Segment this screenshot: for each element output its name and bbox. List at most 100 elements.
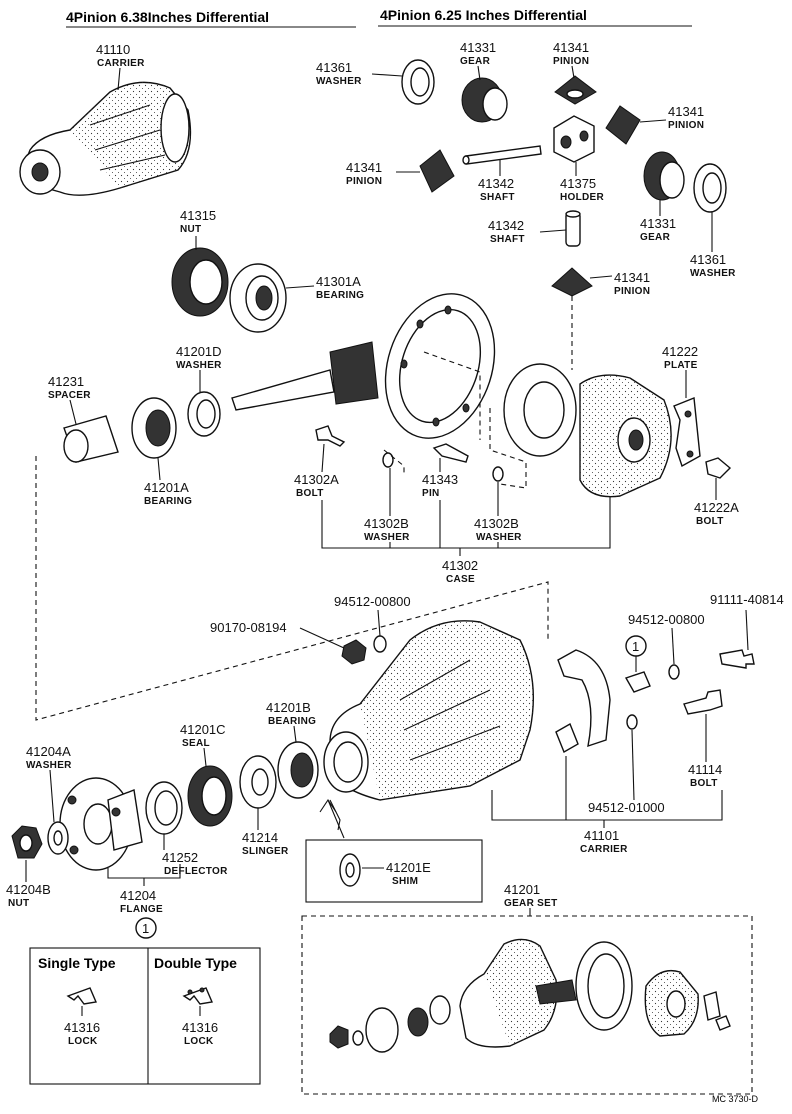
label-41222-num: 41222	[662, 344, 698, 359]
label-41302-num: 41302	[442, 558, 478, 573]
label-41201D-num: 41201D	[176, 344, 222, 359]
label-41341c-name: PINION	[346, 176, 382, 187]
washer-94512-00800-left	[373, 635, 387, 653]
label-41302A-name: BOLT	[296, 488, 324, 499]
label-41214-num: 41214	[242, 830, 278, 845]
label-41342a-num: 41342	[478, 176, 514, 191]
label-41301A-num: 41301A	[316, 274, 361, 289]
bearing-41201B	[277, 741, 319, 799]
washer-41361-top	[401, 59, 435, 105]
label-90170: 90170-08194	[210, 620, 287, 635]
label-41341a-name: PINION	[553, 56, 589, 67]
slinger-41214	[239, 755, 277, 809]
label-41302Bb-num: 41302B	[474, 516, 519, 531]
label-41331a-name: GEAR	[460, 56, 491, 67]
label-41101-num: 41101	[584, 828, 619, 843]
lock-type-box	[29, 947, 261, 1085]
label-41341a-num: 41341	[553, 40, 589, 55]
pinion-41341-top	[554, 75, 597, 105]
lock-double-title: Double Type	[154, 955, 237, 971]
label-41375-name: HOLDER	[560, 192, 604, 203]
bearing-41201A	[131, 397, 177, 459]
pinion-41341-left	[419, 149, 455, 193]
shim-41201E	[339, 853, 361, 887]
pinion-41341-right	[605, 105, 641, 145]
circle-ref-top: 1	[632, 639, 639, 654]
label-41110-name: CARRIER	[97, 58, 145, 69]
label-41361a-name: WASHER	[316, 76, 362, 87]
bolt-41222A	[705, 457, 732, 479]
washer-41302B-right	[492, 466, 504, 482]
label-41204A-name: WASHER	[26, 760, 72, 771]
lock-double-drawing	[182, 987, 213, 1005]
label-41252-num: 41252	[162, 850, 198, 865]
label-41302Ba-name: WASHER	[364, 532, 410, 543]
label-41201D-name: WASHER	[176, 360, 222, 371]
washer-94512-01000	[626, 714, 638, 730]
label-94512c: 94512-01000	[588, 800, 665, 815]
label-41204B-num: 41204B	[6, 882, 51, 897]
lock-single-title: Single Type	[38, 955, 116, 971]
bolt-91111-40814	[719, 649, 755, 669]
footer-code: MC 3730-D	[712, 1094, 759, 1104]
label-41331a-num: 41331	[460, 40, 496, 55]
label-94512b: 94512-00800	[628, 612, 705, 627]
nut-41315	[171, 247, 229, 317]
label-41252-name: DEFLECTOR	[164, 866, 228, 877]
label-41201B-num: 41201B	[266, 700, 311, 715]
bearing-cap	[555, 649, 611, 754]
seal-41201C	[187, 765, 233, 827]
label-41201-name: GEAR SET	[504, 898, 558, 909]
plate-41222	[673, 397, 701, 468]
bearing-41301A	[229, 263, 287, 333]
label-41204A-num: 41204A	[26, 744, 71, 759]
label-41201A-name: BEARING	[144, 496, 192, 507]
carrier-41110-drawing	[19, 81, 192, 196]
washer-41302B-left	[382, 452, 394, 468]
label-41302A-num: 41302A	[294, 472, 339, 487]
label-41315-num: 41315	[180, 208, 216, 223]
label-41201C-name: SEAL	[182, 738, 210, 749]
differential-case	[503, 363, 672, 498]
gear-41331-right	[643, 151, 685, 201]
label-41361a-num: 41361	[316, 60, 352, 75]
label-41231-num: 41231	[48, 374, 84, 389]
label-41302Bb-name: WASHER	[476, 532, 522, 543]
label-41222A-name: BOLT	[696, 516, 724, 527]
label-41302-name: CASE	[446, 574, 475, 585]
label-41201B-name: BEARING	[268, 716, 316, 727]
lock-single-name: LOCK	[68, 1036, 98, 1047]
washer-41361-right	[693, 163, 727, 213]
label-41361b-name: WASHER	[690, 268, 736, 279]
label-41375-num: 41375	[560, 176, 596, 191]
label-41201E-num: 41201E	[386, 860, 431, 875]
label-91111: 91111-40814	[710, 592, 784, 607]
label-41204-name: FLANGE	[120, 904, 163, 915]
gear-set-drawing	[329, 938, 731, 1053]
label-41110-num: 41110	[96, 42, 130, 57]
header-left: 4Pinion 6.38Inches Differential	[66, 9, 269, 25]
lock-41316-installed	[624, 671, 651, 693]
label-41114-num: 41114	[688, 762, 722, 777]
lock-single-drawing	[66, 987, 97, 1005]
shaft-41342-vertical	[565, 210, 581, 247]
circle-ref-flange: 1	[142, 921, 149, 936]
deflector-41252	[145, 781, 183, 835]
washer-41204A	[47, 821, 69, 855]
pinion-41341-bottom	[551, 267, 593, 297]
header-right: 4Pinion 6.25 Inches Differential	[380, 7, 587, 23]
holder-41375	[553, 115, 595, 163]
flange-41204	[59, 777, 143, 871]
label-41343-name: PIN	[422, 488, 440, 499]
label-41222-name: PLATE	[664, 360, 698, 371]
ring-gear	[384, 293, 496, 439]
drive-pinion-shaft	[231, 341, 379, 411]
washer-94512-00800-right	[668, 664, 680, 680]
shaft-41342-top	[462, 145, 542, 165]
label-41343-num: 41343	[422, 472, 458, 487]
gear-set-box	[301, 915, 753, 1095]
bolt-41302A	[315, 425, 346, 447]
carrier-41101-drawing	[323, 620, 534, 801]
gear-41331-top	[461, 77, 508, 123]
